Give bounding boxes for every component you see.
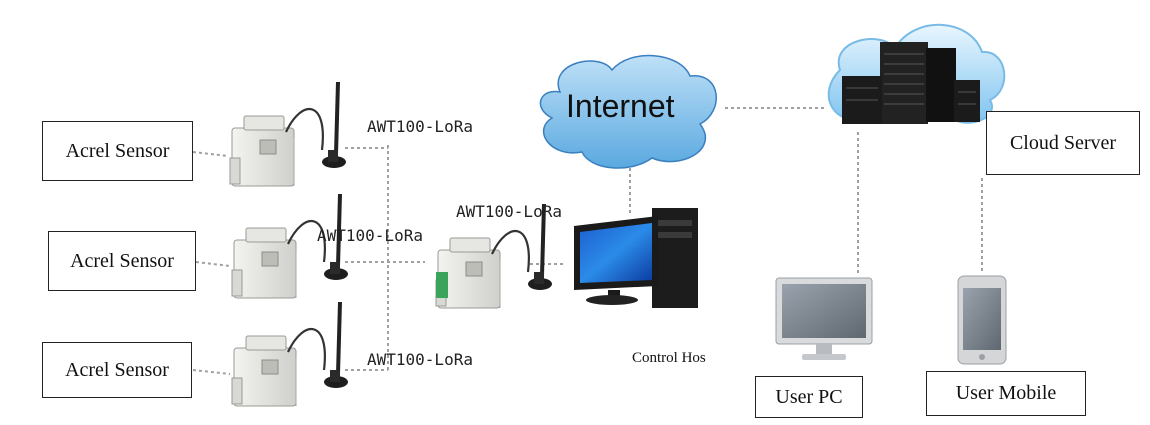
connection-lines	[192, 107, 983, 375]
terminal-block-icon	[436, 272, 448, 298]
user-mobile-label: User Mobile	[955, 382, 1057, 404]
lora-node-label: AWT100-LoRa	[367, 350, 473, 369]
user-mobile-box: User Mobile	[926, 371, 1086, 416]
control-host-label: Control Hos	[632, 350, 706, 366]
sensor-box: Acrel Sensor	[48, 231, 196, 291]
server-rack-icon	[827, 23, 1006, 124]
cloud-server-label: Cloud Server	[1009, 131, 1117, 154]
sensor-box: Acrel Sensor	[42, 121, 193, 181]
lora-node-label: AWT100-LoRa	[317, 226, 423, 245]
lora-module-icon	[230, 192, 350, 300]
gateway-label: AWT100-LoRa	[456, 202, 562, 221]
cloud-server-box: Cloud Server	[986, 111, 1140, 175]
lora-module-icon	[228, 80, 348, 188]
desktop-computer-icon	[574, 208, 698, 308]
lora-node-label: AWT100-LoRa	[367, 117, 473, 136]
cloud-icon	[539, 54, 717, 169]
sensor-label: Acrel Sensor	[65, 358, 169, 381]
sensor-label: Acrel Sensor	[65, 139, 170, 162]
internet-label: Internet	[566, 88, 675, 124]
user-pc-label: User PC	[775, 385, 843, 408]
lora-module-icon	[230, 300, 350, 408]
sensor-box: Acrel Sensor	[42, 342, 192, 398]
monitor-icon	[775, 277, 873, 360]
user-pc-box: User PC	[755, 376, 863, 418]
sensor-label: Acrel Sensor	[70, 249, 174, 272]
smartphone-icon	[957, 275, 1007, 365]
